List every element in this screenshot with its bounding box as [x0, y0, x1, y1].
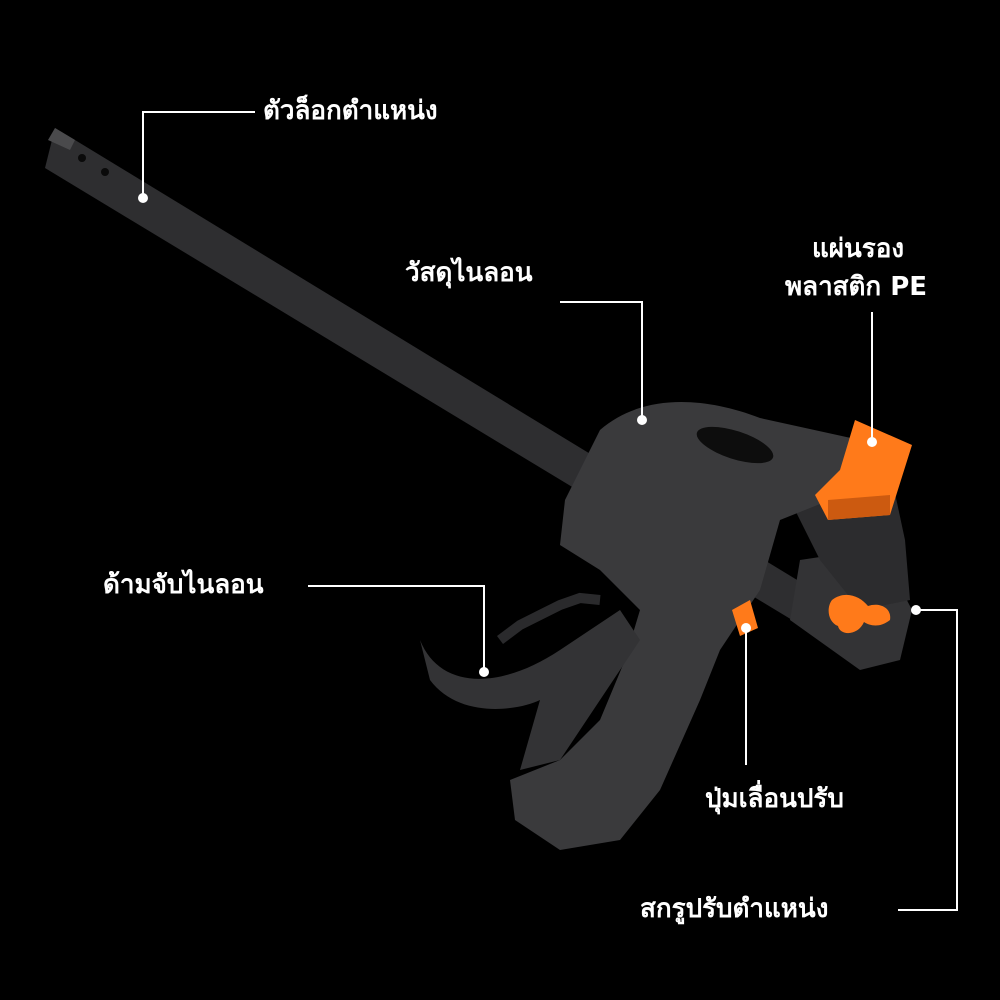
trigger-grip [497, 592, 601, 644]
label-pe-pad-line1: แผ่นรอง [812, 234, 905, 264]
rail-hole [78, 154, 86, 162]
label-nylon-material: วัสดุไนลอน [405, 258, 533, 288]
rail-hole [101, 168, 109, 176]
clamp-rail-top [48, 128, 75, 150]
pe-pad-shade [828, 495, 890, 520]
clamp-body [510, 402, 860, 850]
slide-button-knob [732, 600, 758, 636]
callout-lines [138, 111, 958, 911]
label-position-lock: ตัวล็อกตำแหน่ง [263, 96, 438, 126]
body-cutout [696, 426, 774, 464]
clamp-trigger [420, 610, 640, 770]
label-adjust-screw: สกรูปรับตำแหน่ง [640, 894, 829, 924]
label-slide-button: ปุ่มเลื่อนปรับ [705, 784, 844, 814]
label-pe-pad-line2: พลาสติก PE [785, 272, 928, 302]
pe-pad [815, 420, 912, 520]
label-nylon-handle: ด้ามจับไนลอน [103, 570, 264, 600]
adjust-screw-knob [828, 594, 891, 634]
